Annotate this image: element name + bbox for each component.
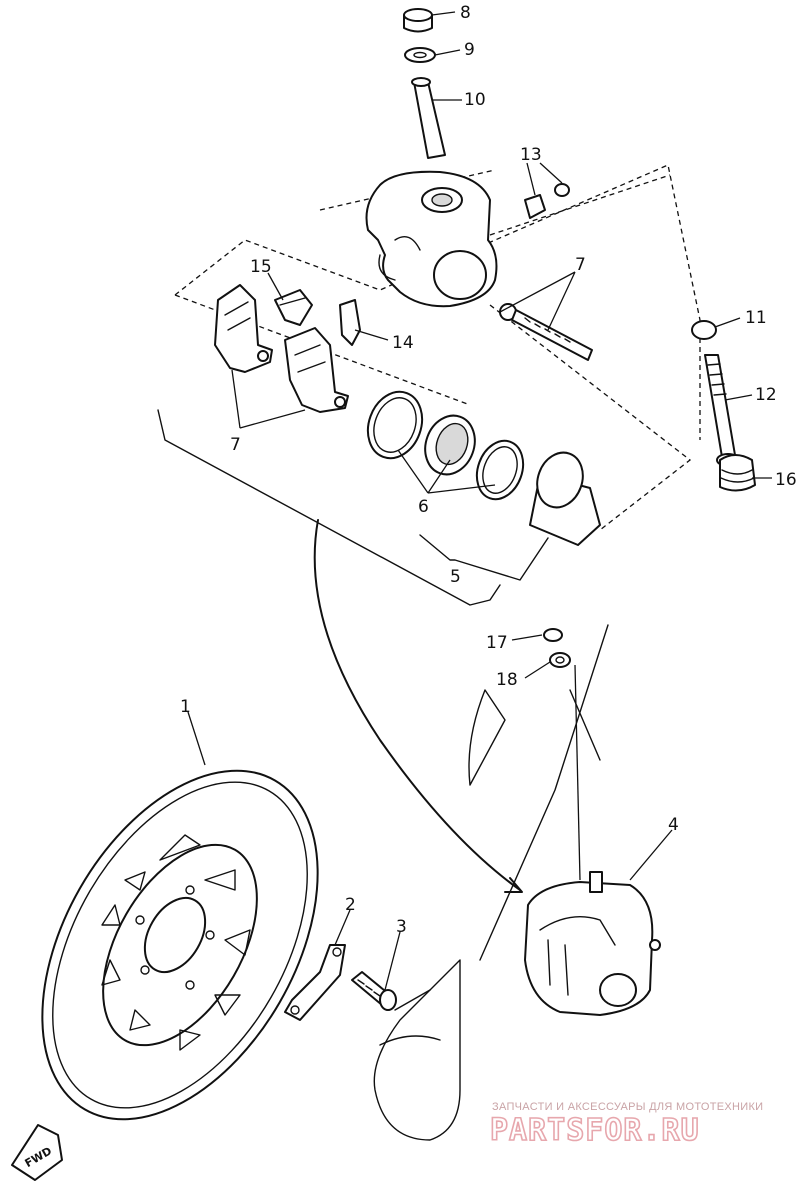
callout-9: 9 — [464, 40, 475, 60]
pad-retainer — [339, 299, 361, 346]
callout-8: 8 — [460, 3, 471, 23]
o-ring — [475, 439, 525, 501]
watermark-logo: PARTSFOR.RU — [490, 1113, 700, 1148]
long-bolt — [704, 354, 740, 467]
callout-6: 6 — [418, 497, 429, 517]
brake-pad-left — [214, 284, 273, 373]
rubber-boot — [719, 454, 756, 492]
callout-16: 16 — [775, 470, 797, 490]
locking-plate — [284, 944, 346, 1021]
callout-7-pads: 7 — [230, 435, 241, 455]
leader-lines — [187, 11, 772, 991]
nut — [691, 320, 717, 340]
washer-18 — [549, 652, 571, 668]
caliper-bolt — [499, 303, 593, 361]
callout-18: 18 — [496, 670, 518, 690]
callout-10: 10 — [464, 90, 486, 110]
fork-leg — [373, 624, 609, 1141]
callout-11: 11 — [745, 308, 767, 328]
brake-pad-right — [284, 327, 349, 413]
pin-cap — [403, 8, 433, 33]
callout-3: 3 — [396, 917, 407, 937]
washer-17 — [543, 628, 563, 642]
sleeve — [411, 77, 446, 159]
callout-4: 4 — [668, 815, 679, 835]
fwd-arrow-icon: FWD — [11, 1124, 63, 1181]
dust-seal — [366, 390, 424, 460]
disc-bolt — [351, 971, 397, 1011]
callout-12: 12 — [755, 385, 777, 405]
watermark: ЗАПЧАСТИ И АКСЕССУАРЫ ДЛЯ МОТОТЕХНИКИ PA… — [489, 1101, 763, 1149]
callout-15: 15 — [250, 257, 272, 277]
callout-1: 1 — [180, 697, 191, 717]
callout-5: 5 — [450, 567, 461, 587]
callout-13: 13 — [520, 145, 542, 165]
callout-14: 14 — [392, 333, 414, 353]
callout-7-bolt: 7 — [575, 255, 586, 275]
caliper-assembly — [524, 871, 661, 1016]
bleed-screw — [524, 183, 570, 219]
brake-disc — [41, 769, 319, 1121]
callout-labels: 1 2 3 4 5 6 7 7 8 9 10 11 12 13 14 15 16… — [180, 3, 797, 937]
washer — [404, 47, 436, 63]
pad-spring-clip — [274, 289, 313, 326]
callout-17: 17 — [486, 633, 508, 653]
piston — [529, 451, 601, 546]
piston-seal — [424, 414, 476, 476]
watermark-tagline: ЗАПЧАСТИ И АКСЕССУАРЫ ДЛЯ МОТОТЕХНИКИ — [492, 1101, 763, 1113]
caliper-body — [365, 170, 498, 308]
callout-2: 2 — [345, 895, 356, 915]
assembly-arrow — [313, 519, 523, 893]
